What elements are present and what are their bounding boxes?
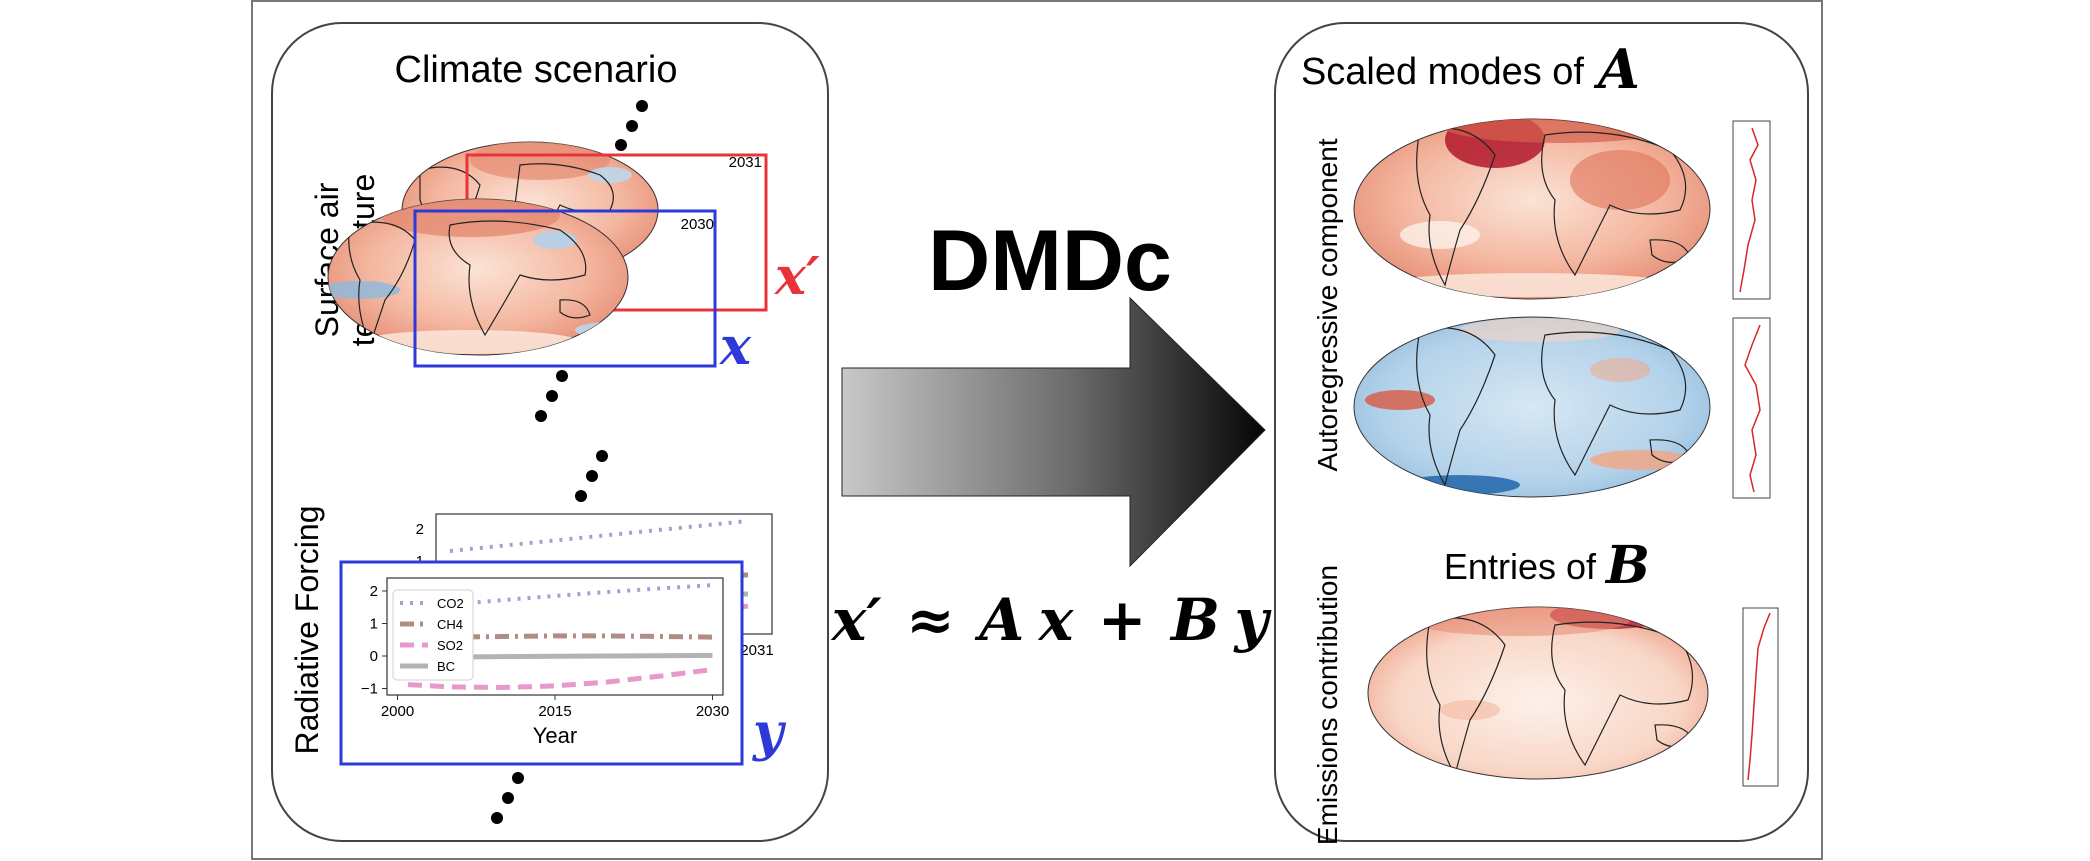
- forcing-xlabel: Year: [533, 723, 577, 748]
- right-panel: Scaled modes of A Autoregressive compone…: [1274, 22, 1809, 845]
- equation-approx: ≈: [906, 586, 955, 654]
- mode-a2-map: [1353, 316, 1711, 498]
- x-frame: [413, 209, 717, 368]
- ellipsis-dots-middle: [535, 370, 608, 502]
- equation-x: x: [1037, 586, 1075, 654]
- method-title: DMDc: [928, 213, 1172, 309]
- year-label-2031: 2031: [729, 154, 762, 171]
- ytick-label: 2: [370, 583, 378, 600]
- right-panel-title: Scaled modes of: [1301, 51, 1584, 93]
- equation-y: y: [1233, 586, 1273, 654]
- back-chart-xtick: 2031: [740, 642, 773, 659]
- ytick-label: 0: [370, 648, 378, 665]
- mode-a1-map: [1353, 118, 1711, 300]
- equation-plus: +: [1098, 586, 1147, 654]
- legend-label-co2: CO2: [437, 596, 464, 611]
- equation-lhs: x′: [830, 586, 882, 654]
- x-symbol: x: [719, 316, 752, 377]
- y-frame: [339, 560, 744, 766]
- forcing-label: Radiative Forcing: [289, 506, 325, 755]
- mode-a1-profile: [1732, 120, 1771, 300]
- emissions-label: Emissions contribution: [1312, 565, 1343, 845]
- ellipsis-dots-bottom: [491, 772, 524, 824]
- xtick-label: 2000: [381, 703, 414, 720]
- mode-b-profile: [1742, 607, 1779, 787]
- legend-label-bc: BC: [437, 659, 455, 674]
- ellipsis-dots-top: [615, 100, 648, 151]
- right-panel-border: [1274, 22, 1809, 842]
- xtick-label: 2030: [696, 703, 729, 720]
- entries-title: Entries of: [1444, 546, 1597, 587]
- y-symbol: y: [752, 702, 787, 763]
- xtick-label: 2015: [538, 703, 571, 720]
- dmdc-arrow: [841, 296, 1266, 568]
- right-panel-title-symbol: A: [1593, 37, 1640, 101]
- center-section: DMDc x′ ≈ A x + B y: [830, 213, 1273, 654]
- autoregressive-label: Autoregressive component: [1312, 138, 1343, 471]
- year-label-2030: 2030: [681, 216, 714, 233]
- left-panel-title: Climate scenario: [395, 49, 678, 91]
- entries-title-symbol: B: [1604, 535, 1650, 596]
- equation-B: B: [1169, 586, 1220, 654]
- series-line-so2: [407, 667, 713, 691]
- back-chart-ytick-2: 2: [416, 521, 424, 538]
- legend-label-so2: SO2: [437, 638, 463, 653]
- ytick-label: −1: [361, 681, 378, 698]
- ytick-label: 1: [370, 616, 378, 633]
- left-panel: Climate scenario Surface air temperature…: [271, 22, 829, 842]
- x-prime-symbol: x′: [774, 246, 820, 307]
- equation-A: A: [974, 586, 1024, 654]
- dmdc-equation: x′ ≈ A x + B y: [830, 586, 1273, 654]
- left-panel-border: [271, 22, 829, 842]
- legend-label-ch4: CH4: [437, 617, 463, 632]
- mode-a2-profile: [1732, 317, 1771, 499]
